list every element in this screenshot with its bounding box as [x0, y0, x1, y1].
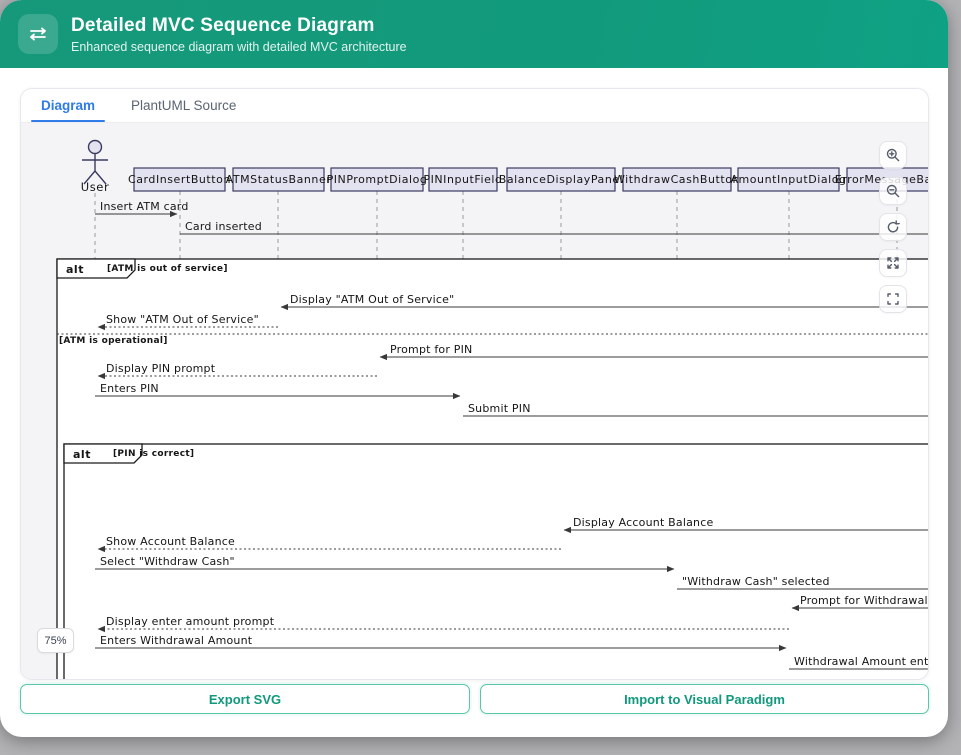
actor-label: User [81, 180, 110, 194]
message-withdraw-cash-selected: "Withdraw Cash" selected [677, 575, 928, 590]
participant-balancedisplaypanel: BalanceDisplayPanel [499, 173, 624, 186]
message-submit-pin: Submit PIN [463, 402, 928, 417]
import-visual-paradigm-button[interactable]: Import to Visual Paradigm [480, 684, 929, 714]
diagram-card: Diagram PlantUML Source [20, 88, 929, 680]
messages: Insert ATM card Card inserted Display "A… [95, 200, 928, 670]
message-display-account-balance: Display Account Balance [563, 516, 928, 534]
svg-text:"Withdraw Cash" selected: "Withdraw Cash" selected [682, 575, 830, 588]
app-window: Detailed MVC Sequence Diagram Enhanced s… [0, 0, 948, 737]
participant-amountinputdialog: AmountInputDialog [730, 173, 846, 186]
message-card-inserted: Card inserted [180, 220, 928, 235]
svg-text:Enters PIN: Enters PIN [100, 382, 159, 395]
tab-bar: Diagram PlantUML Source [21, 89, 928, 123]
actor-user [82, 139, 108, 185]
zoom-out-icon [886, 184, 900, 198]
participant-cardinsertbutton: CardInsertButton [128, 173, 231, 186]
diagram-zoom-controls [879, 141, 907, 313]
message-select-withdraw-cash: Select "Withdraw Cash" [95, 555, 675, 573]
header-text: Detailed MVC Sequence Diagram Enhanced s… [71, 14, 407, 54]
zoom-level-badge: 75% [37, 628, 74, 653]
diagram-viewport[interactable]: alt [ATM is out of service] [ATM is oper… [21, 123, 928, 679]
zoom-in-button[interactable] [879, 141, 907, 169]
alt-condition: [PIN is correct] [113, 449, 194, 459]
sequence-diagram: alt [ATM is out of service] [ATM is oper… [56, 139, 928, 679]
alt-fragment-pin-correct: alt [PIN is correct] [63, 443, 928, 679]
alt-else-condition: [ATM is operational] [59, 336, 168, 346]
swap-arrows-icon [30, 27, 46, 41]
page-title: Detailed MVC Sequence Diagram [71, 15, 375, 37]
zoom-out-button[interactable] [879, 177, 907, 205]
export-svg-button[interactable]: Export SVG [20, 684, 470, 714]
message-display-enter-amount-prompt: Display enter amount prompt [97, 615, 789, 633]
participant-atmstatusbanner: ATMStatusBanner [226, 173, 332, 186]
reset-view-icon [887, 220, 900, 233]
alt-condition: [ATM is out of service] [107, 264, 228, 274]
alt-operator: alt [73, 448, 91, 461]
reset-view-button[interactable] [879, 213, 907, 241]
app-header: Detailed MVC Sequence Diagram Enhanced s… [0, 0, 948, 68]
participants: CardInsertButton ATMStatusBanner PINProm… [128, 167, 928, 192]
svg-text:Display PIN prompt: Display PIN prompt [106, 362, 216, 375]
message-withdrawal-amount-entered: Withdrawal Amount entered [789, 655, 928, 670]
tab-plantuml-source[interactable]: PlantUML Source [131, 98, 237, 113]
tab-diagram[interactable]: Diagram [30, 90, 106, 122]
message-enters-withdrawal-amount: Enters Withdrawal Amount [95, 634, 787, 652]
svg-text:Prompt for Withdrawal Amount: Prompt for Withdrawal Amount [800, 594, 928, 607]
fit-view-button[interactable] [879, 285, 907, 313]
svg-text:Show "ATM Out of Service": Show "ATM Out of Service" [106, 313, 259, 326]
message-insert-atm-card: Insert ATM card [95, 200, 189, 218]
message-show-atm-out-of-service: Show "ATM Out of Service" [97, 313, 278, 331]
svg-text:Withdrawal Amount entered: Withdrawal Amount entered [794, 655, 928, 668]
page-subtitle: Enhanced sequence diagram with detailed … [71, 39, 407, 54]
svg-text:Select "Withdraw Cash": Select "Withdraw Cash" [100, 555, 235, 568]
expand-button[interactable] [879, 249, 907, 277]
message-prompt-for-withdrawal-amount: Prompt for Withdrawal Amount [791, 594, 928, 612]
participant-pininputfield: PINInputField [423, 173, 502, 186]
svg-text:Prompt for PIN: Prompt for PIN [390, 343, 473, 356]
message-display-atm-out-of-service: Display "ATM Out of Service" [280, 293, 928, 311]
svg-text:Display enter amount prompt: Display enter amount prompt [106, 615, 275, 628]
zoom-in-icon [886, 148, 900, 162]
svg-text:Insert ATM card: Insert ATM card [100, 200, 189, 213]
svg-text:Display "ATM Out of Service": Display "ATM Out of Service" [290, 293, 454, 306]
expand-icon [887, 257, 899, 269]
message-prompt-for-pin: Prompt for PIN [379, 343, 928, 361]
message-enters-pin: Enters PIN [95, 382, 461, 400]
participant-pinpromptdialog: PINPromptDialog [327, 173, 428, 186]
svg-text:Display Account Balance: Display Account Balance [573, 516, 713, 529]
participant-withdrawcashbutton: WithdrawCashButton [614, 173, 740, 186]
svg-text:Enters Withdrawal Amount: Enters Withdrawal Amount [100, 634, 253, 647]
fit-view-icon [887, 293, 899, 305]
svg-text:Submit PIN: Submit PIN [468, 402, 531, 415]
svg-text:Card inserted: Card inserted [185, 220, 262, 233]
message-display-pin-prompt: Display PIN prompt [97, 362, 377, 380]
message-show-account-balance: Show Account Balance [97, 535, 561, 553]
header-icon-chip [18, 14, 58, 54]
svg-text:Show Account Balance: Show Account Balance [106, 535, 235, 548]
alt-operator: alt [66, 263, 84, 276]
